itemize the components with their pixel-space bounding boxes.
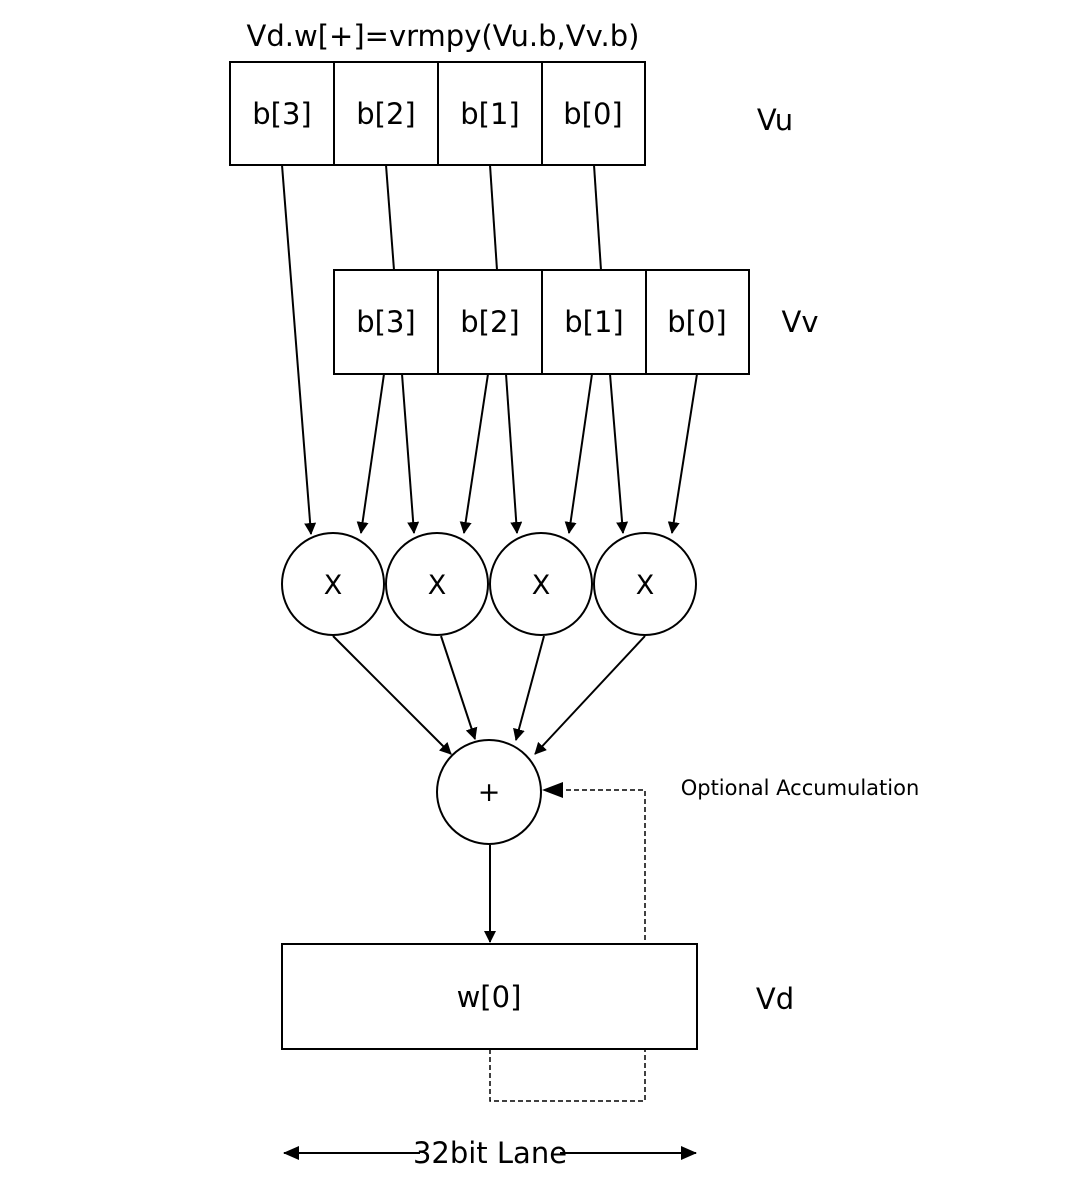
multiplier-2-label: X <box>428 570 447 601</box>
vu-b1-to-mult3 <box>505 373 523 534</box>
vu-b0-to-mult4 <box>609 373 629 534</box>
multiplier-3-label: X <box>532 570 551 601</box>
vu-cell-3 <box>229 61 335 166</box>
accumulation-arrowhead <box>542 782 563 798</box>
vv-cell-0 <box>645 269 750 375</box>
vu-b2-to-mult2 <box>401 373 420 534</box>
vv-cell-3-label: b[3] <box>356 305 416 339</box>
vu-b1-connector <box>489 164 498 271</box>
vv-cell-1 <box>541 269 647 375</box>
vu-cell-1 <box>437 61 543 166</box>
adder-label: + <box>478 777 501 808</box>
vu-cell-2-label: b[2] <box>356 97 416 131</box>
adder: + <box>436 739 542 845</box>
mult4-to-adder <box>534 635 646 755</box>
vu-b3-to-mult1 <box>281 164 317 535</box>
vd-cell-0 <box>281 943 698 1050</box>
vv-cell-2 <box>437 269 543 375</box>
diagram-title: Vd.w[+]=vrmpy(Vu.b,Vv.b) <box>247 19 640 53</box>
vu-register-label: Vu <box>757 103 793 137</box>
vu-b0-connector <box>593 164 602 271</box>
multiplier-2: X <box>385 532 489 636</box>
vd-register-label: Vd <box>756 982 794 1016</box>
mult3-to-adder <box>513 635 545 741</box>
lane-width-label: 32bit Lane <box>413 1136 567 1170</box>
vv-cell-2-label: b[2] <box>460 305 520 339</box>
multiplier-1: X <box>281 532 385 636</box>
vu-register: b[3] b[2] b[1] b[0] <box>229 61 646 166</box>
vv-b3-to-mult1 <box>356 373 385 534</box>
vv-b1-to-mult3 <box>564 373 593 534</box>
vv-cell-3 <box>333 269 439 375</box>
vv-b0-to-mult4 <box>667 373 698 534</box>
vd-cell-0-label: w[0] <box>457 980 522 1014</box>
vv-register: b[3] b[2] b[1] b[0] <box>333 269 750 375</box>
vv-b2-to-mult2 <box>459 373 489 534</box>
vu-cell-0 <box>541 61 646 166</box>
vu-cell-2 <box>333 61 439 166</box>
vu-b2-connector <box>385 164 395 271</box>
multiplier-1-label: X <box>324 570 343 601</box>
multiplier-3: X <box>489 532 593 636</box>
vu-cell-1-label: b[1] <box>460 97 520 131</box>
multiplier-4-label: X <box>636 570 655 601</box>
accumulation-feedback-path <box>489 789 646 1102</box>
accumulation-note: Optional Accumulation <box>681 776 920 800</box>
vd-register: w[0] <box>281 943 698 1050</box>
vv-register-label: Vv <box>781 305 818 339</box>
mult2-to-adder <box>440 635 478 740</box>
vu-cell-0-label: b[0] <box>563 97 623 131</box>
mult1-to-adder <box>332 635 452 755</box>
vu-cell-3-label: b[3] <box>252 97 312 131</box>
vv-cell-1-label: b[1] <box>564 305 624 339</box>
vv-cell-0-label: b[0] <box>667 305 727 339</box>
multiplier-4: X <box>593 532 697 636</box>
